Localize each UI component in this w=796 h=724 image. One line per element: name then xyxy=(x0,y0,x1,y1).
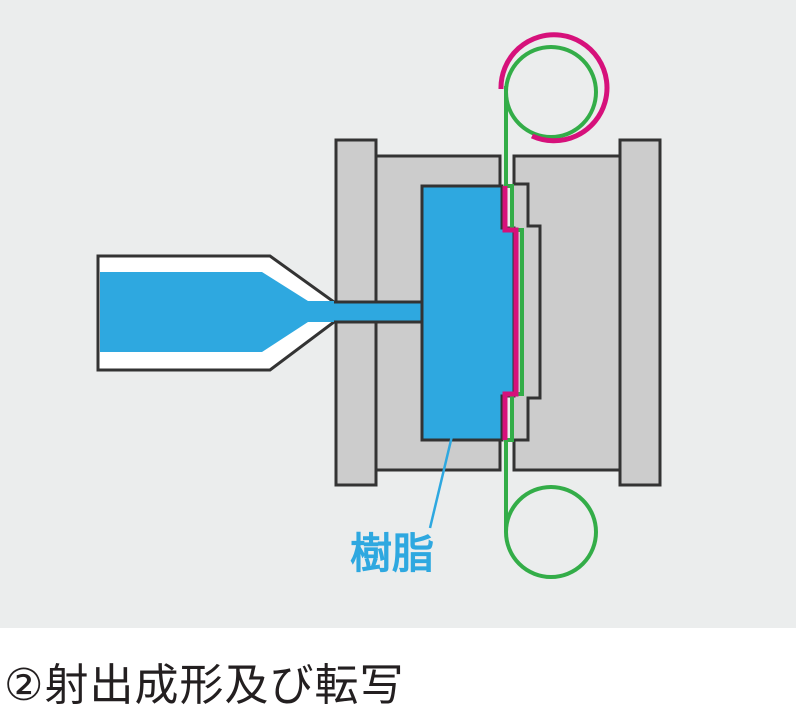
injection-molding-diagram: 樹脂 xyxy=(96,32,662,579)
right-platen xyxy=(618,138,662,487)
nozzle-resin xyxy=(100,272,334,352)
sprue-resin xyxy=(332,302,426,322)
film-takeup-roll xyxy=(504,485,598,579)
diagram-panel: 樹脂 xyxy=(0,0,796,628)
resin-label: 樹脂 xyxy=(350,529,434,578)
resin-leader-line xyxy=(428,435,454,529)
transfer-film xyxy=(504,86,524,532)
film-supply-roll xyxy=(504,45,598,139)
transfer-layer-on-roll xyxy=(498,32,610,144)
transfer-layer-on-resin xyxy=(502,186,519,440)
cavity-resin xyxy=(420,184,516,442)
caption: ②射出成形及び転写 xyxy=(4,660,405,711)
